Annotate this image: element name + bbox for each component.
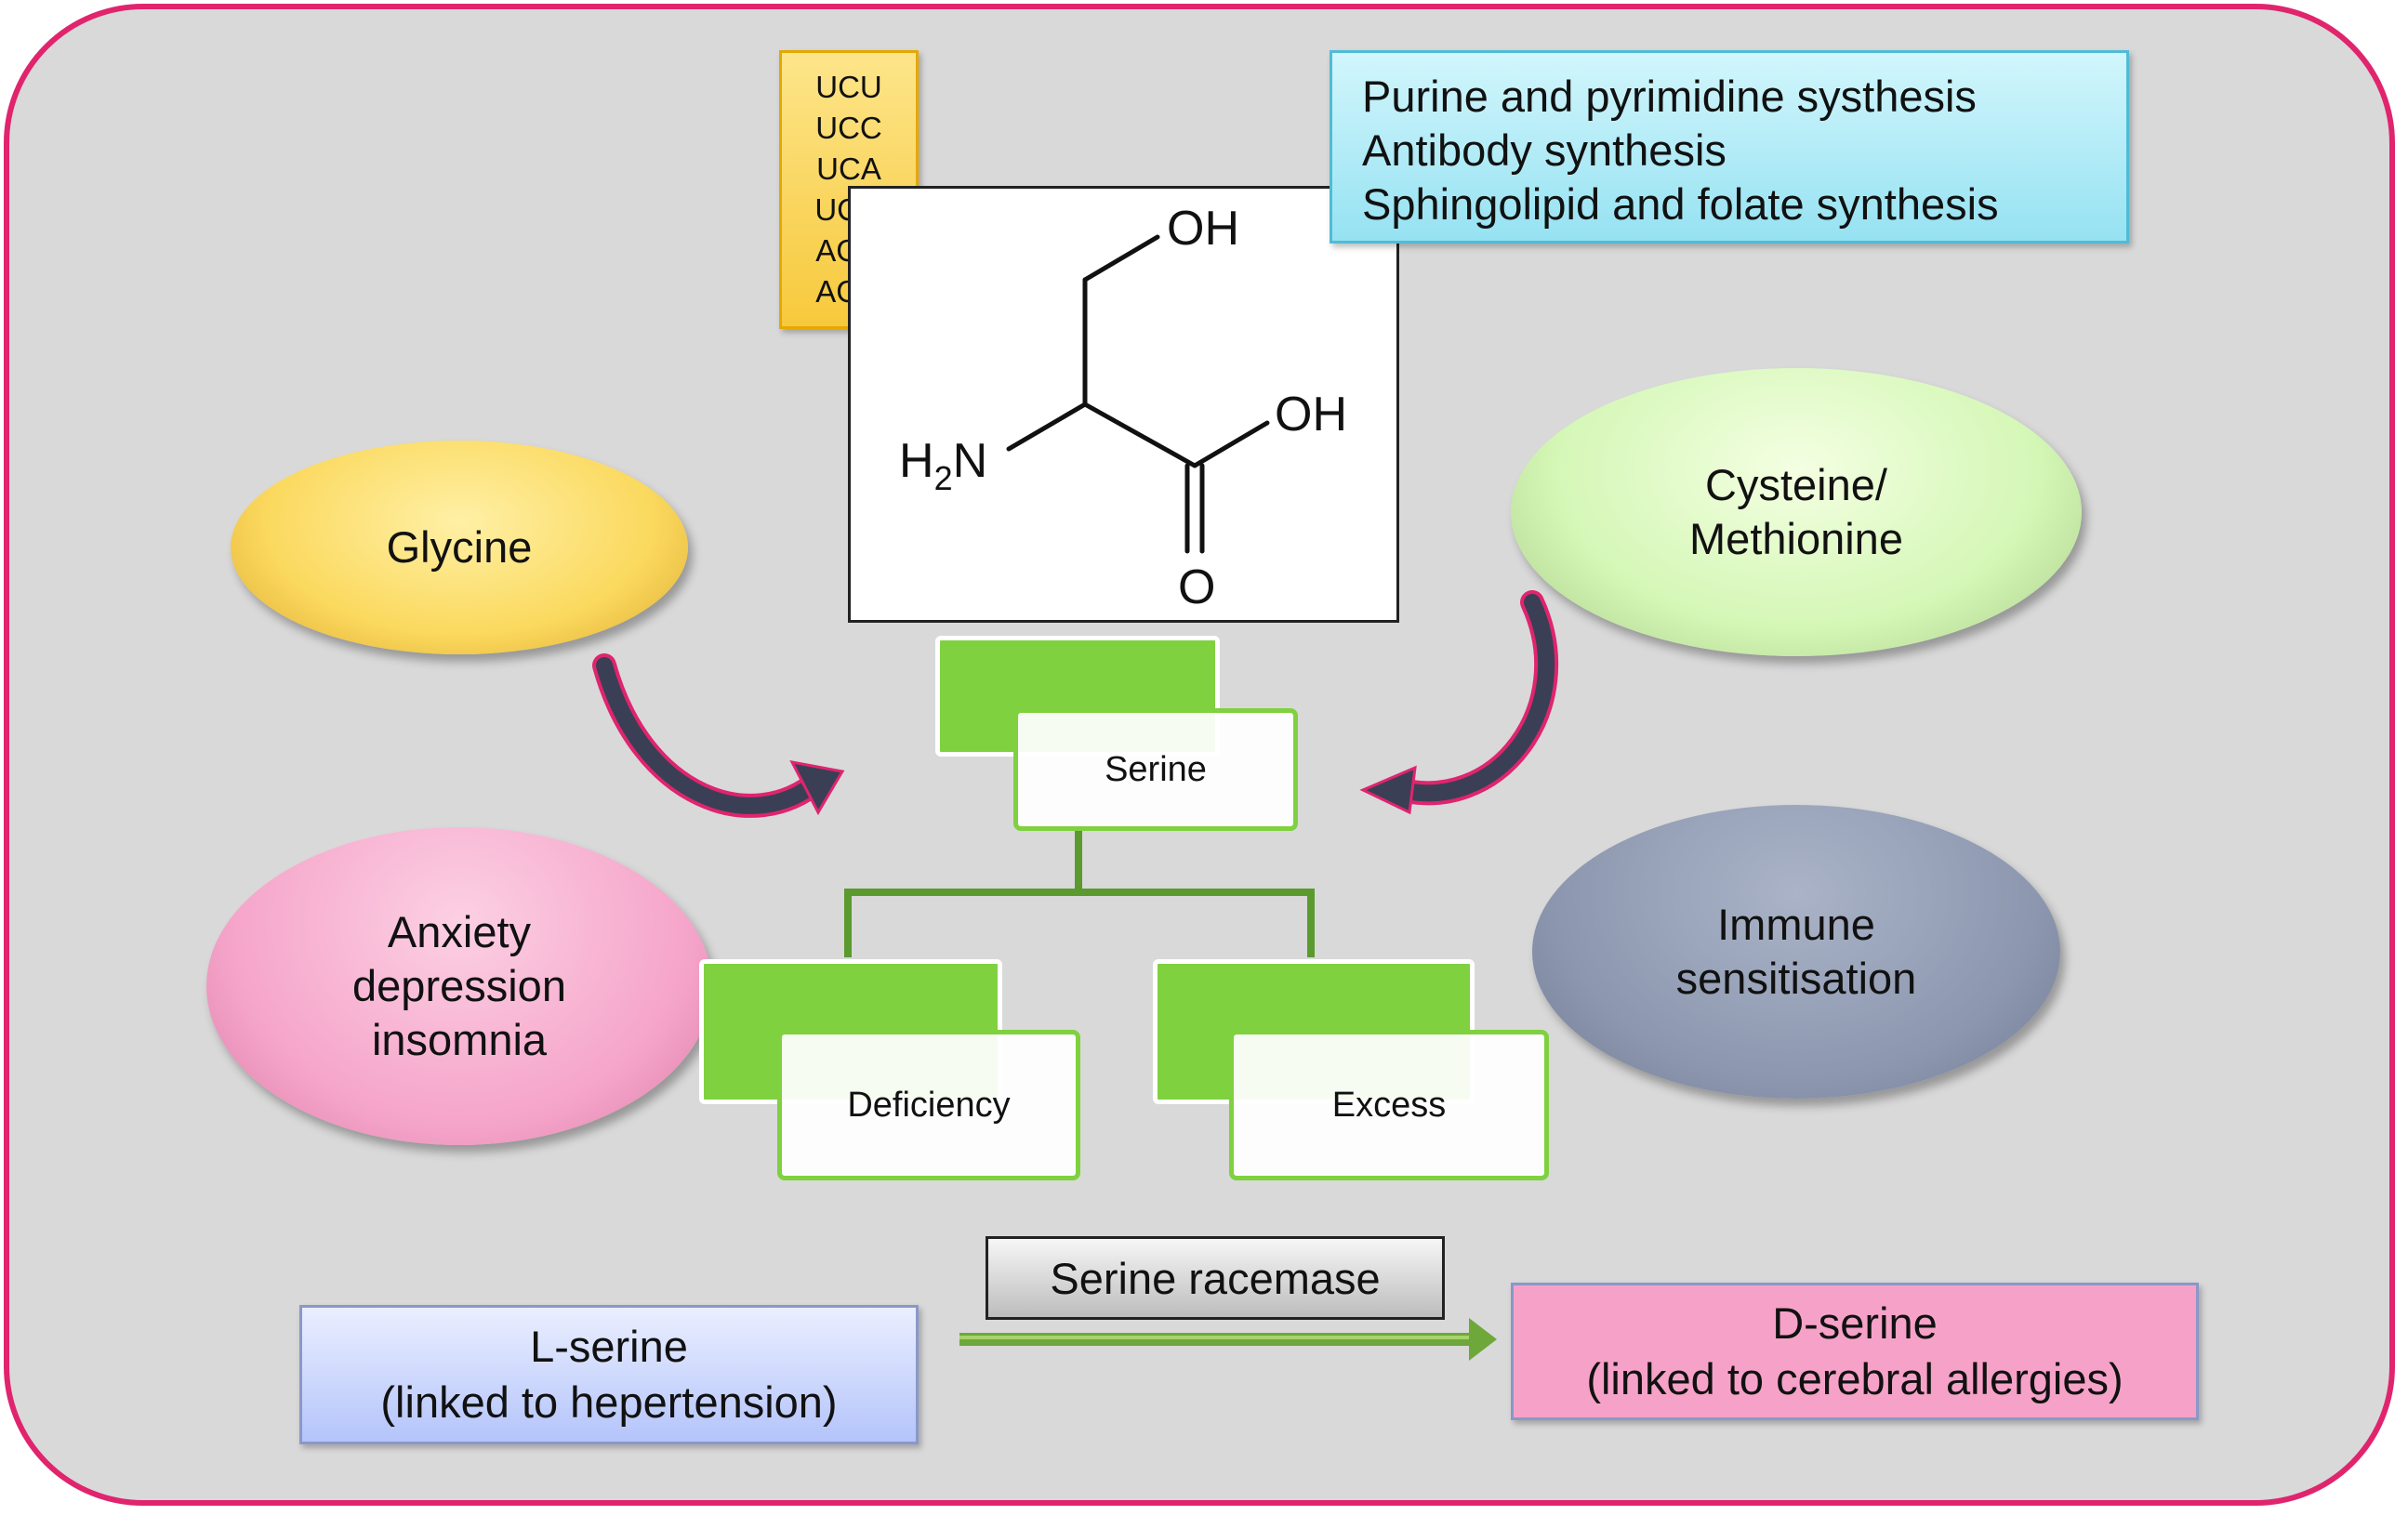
excess-label: Excess xyxy=(1331,1085,1447,1125)
glycine-ellipse: Glycine xyxy=(231,441,688,654)
l-serine-label: L-serine xyxy=(530,1322,688,1371)
anxiety-ellipse: Anxiety depression insomnia xyxy=(206,827,712,1145)
codon-item: UCU xyxy=(815,70,882,104)
codon-item: UCC xyxy=(815,111,882,145)
racemase-arrow xyxy=(959,1318,1497,1361)
label-oh-top: OH xyxy=(1167,202,1239,256)
function-item: Sphingolipid and folate synthesis xyxy=(1362,179,1999,229)
d-serine-note: (linked to cerebral allergies) xyxy=(1586,1354,2124,1403)
anxiety-label-line1: Anxiety xyxy=(387,907,532,956)
d-serine-label: D-serine xyxy=(1772,1298,1938,1348)
amine-subscript: 2 xyxy=(934,459,953,497)
label-carbonyl-o: O xyxy=(1178,560,1215,614)
serine-label: Serine xyxy=(1105,749,1207,789)
structure-drawing: OH OH H2N O xyxy=(899,202,1347,614)
function-item: Purine and pyrimidine systhesis xyxy=(1362,72,1977,121)
anxiety-label-line2: depression xyxy=(352,961,566,1010)
anxiety-label-line3: insomnia xyxy=(371,1015,548,1064)
label-amine: H2N xyxy=(899,434,987,497)
amine-n: N xyxy=(953,434,988,488)
cysteine-curved-arrow xyxy=(1359,590,1559,815)
bond-ch2-oh xyxy=(1082,234,1160,283)
bond-ca-c xyxy=(1082,402,1197,468)
l-serine-note: (linked to hepertension) xyxy=(380,1377,838,1427)
cysteine-methionine-ellipse: Cysteine/ Methionine xyxy=(1511,368,2082,656)
cysteine-label-line1: Cysteine/ xyxy=(1705,460,1887,509)
functions-list: Purine and pyrimidine systhesis Antibody… xyxy=(1330,50,2129,244)
function-item: Antibody synthesis xyxy=(1362,125,1727,175)
serine-node: Serine xyxy=(1013,708,1298,831)
bond-ca-n xyxy=(1006,402,1088,452)
glycine-label: Glycine xyxy=(386,522,533,572)
cysteine-label-line2: Methionine xyxy=(1689,514,1903,563)
immune-label-line2: sensitisation xyxy=(1675,954,1917,1003)
label-oh-right: OH xyxy=(1275,388,1347,441)
serine-structure: OH OH H2N O xyxy=(848,186,1399,623)
d-serine-box: D-serine (linked to cerebral allergies) xyxy=(1511,1283,2199,1420)
immune-label-line1: Immune xyxy=(1717,900,1875,949)
tree-branch-line xyxy=(844,889,1315,957)
serine-racemase-box: Serine racemase xyxy=(986,1236,1445,1320)
codon-item: UCA xyxy=(816,152,881,186)
deficiency-label: Deficiency xyxy=(847,1085,1011,1125)
deficiency-node: Deficiency xyxy=(777,1030,1080,1180)
immune-ellipse: Immune sensitisation xyxy=(1532,805,2060,1099)
racemase-label: Serine racemase xyxy=(1050,1253,1381,1303)
amine-h: H xyxy=(899,434,934,488)
l-serine-box: L-serine (linked to hepertension) xyxy=(299,1305,919,1444)
glycine-curved-arrow xyxy=(592,653,845,818)
bond-c-oh xyxy=(1192,420,1270,468)
excess-node: Excess xyxy=(1229,1030,1549,1180)
